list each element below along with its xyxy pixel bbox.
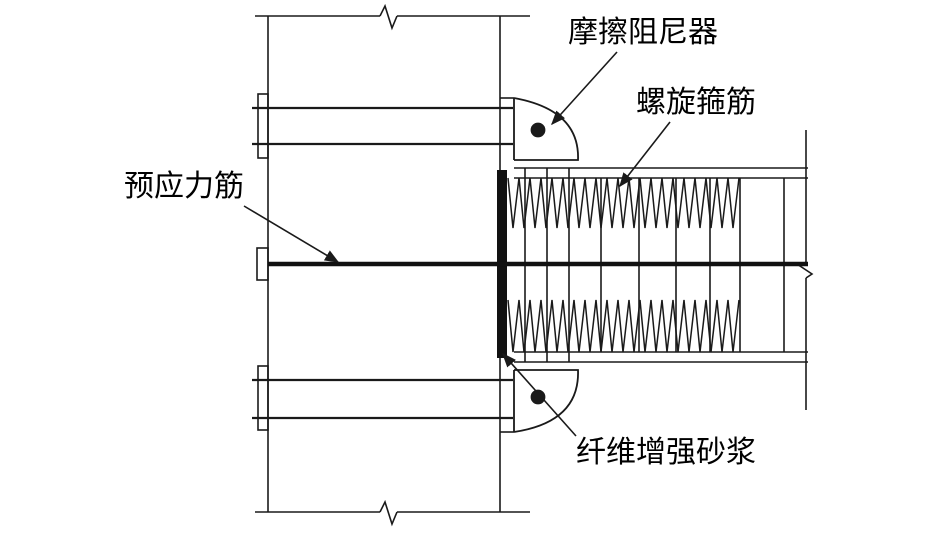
svg-text:螺旋箍筋: 螺旋箍筋 — [636, 85, 756, 120]
upper-anchor-rods — [252, 93, 513, 159]
lower-anchor-rods — [252, 365, 513, 431]
label-frp-mortar: 纤维增强砂浆 — [502, 352, 756, 470]
svg-text:预应力筋: 预应力筋 — [124, 169, 244, 204]
lower-spiral-stirrup — [507, 299, 740, 353]
label-prestressed-tendon: 预应力筋 — [124, 169, 340, 263]
beam — [514, 130, 814, 410]
lower-friction-damper — [513, 369, 579, 433]
label-spiral-stirrup: 螺旋箍筋 — [619, 85, 756, 188]
tendon-anchor-plate — [256, 247, 269, 281]
upper-spiral-stirrup — [507, 177, 740, 229]
upper-friction-damper — [513, 97, 579, 161]
svg-text:摩擦阻尼器: 摩擦阻尼器 — [568, 15, 718, 50]
label-friction-damper: 摩擦阻尼器 — [551, 15, 718, 126]
svg-text:纤维增强砂浆: 纤维增强砂浆 — [576, 435, 756, 470]
